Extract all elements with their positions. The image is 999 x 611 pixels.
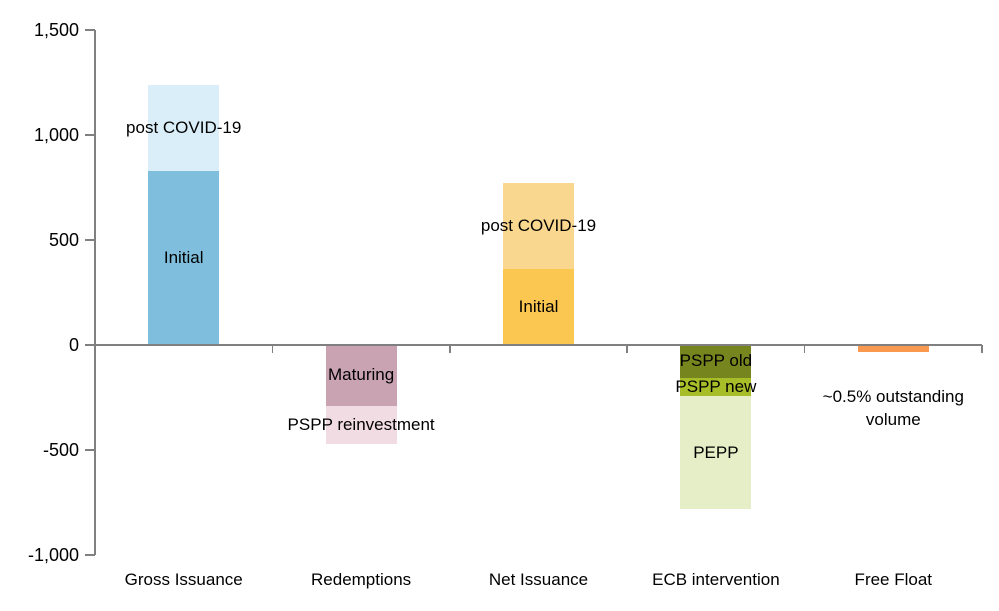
segment-label: PSPP reinvestment [287, 414, 435, 434]
segment-label: PSPP new [675, 377, 757, 396]
y-axis-tick-label: -1,000 [27, 545, 79, 565]
y-axis-tick [85, 134, 95, 136]
y-axis-tick-label: -500 [42, 440, 79, 460]
x-axis-label: Redemptions [311, 570, 412, 589]
x-axis-zero-line [95, 344, 982, 346]
y-axis-line [94, 30, 96, 555]
bar-segment-gross-issuance [148, 84, 220, 171]
bar-annotation: ~0.5% outstanding volume [823, 385, 964, 431]
y-axis-tick-label: 1,500 [33, 20, 79, 40]
y-axis-tick-label: 0 [68, 335, 79, 355]
x-axis-tick [981, 345, 983, 353]
bar-segment-net-issuance [503, 269, 574, 345]
bar-segment-redemptions [325, 405, 397, 444]
bar-annotation-line: ~0.5% outstanding [822, 387, 964, 406]
segment-label: post COVID-19 [480, 216, 597, 236]
bar-segment-ecb-intervention [680, 377, 752, 397]
bar-segment-free-float [857, 345, 929, 353]
x-axis-label: Free Float [854, 570, 933, 589]
y-axis-tick-label: 500 [48, 230, 79, 250]
bar-segment-redemptions [325, 345, 397, 406]
bar-segment-ecb-intervention [680, 396, 752, 509]
x-axis-label: ECB intervention [652, 570, 780, 589]
x-axis-label: Net Issuance [488, 570, 589, 589]
bar-segment-net-issuance [503, 183, 574, 270]
y-axis-tick-label: 1,000 [33, 125, 79, 145]
bar-segment-ecb-intervention [680, 345, 752, 378]
bar-segment-gross-issuance [148, 170, 220, 345]
segment-label: PEPP [693, 442, 739, 462]
x-axis-label: Gross Issuance [124, 570, 243, 589]
segment-label: Maturing [328, 365, 395, 385]
bar-annotation-line: volume [865, 410, 921, 429]
x-axis-tick [626, 345, 628, 353]
segment-label: Initial [163, 247, 204, 267]
y-axis-tick [85, 344, 95, 346]
segment-label: PSPP old [679, 351, 753, 371]
y-axis-tick [85, 29, 95, 31]
x-axis-tick [271, 345, 274, 353]
x-axis-tick [803, 345, 806, 353]
y-axis-tick [85, 449, 95, 451]
y-axis-tick [85, 239, 95, 241]
segment-label: Initial [518, 297, 559, 317]
y-axis-tick [85, 554, 95, 556]
segment-label: post COVID-19 [126, 117, 242, 137]
x-axis-tick [449, 345, 451, 353]
